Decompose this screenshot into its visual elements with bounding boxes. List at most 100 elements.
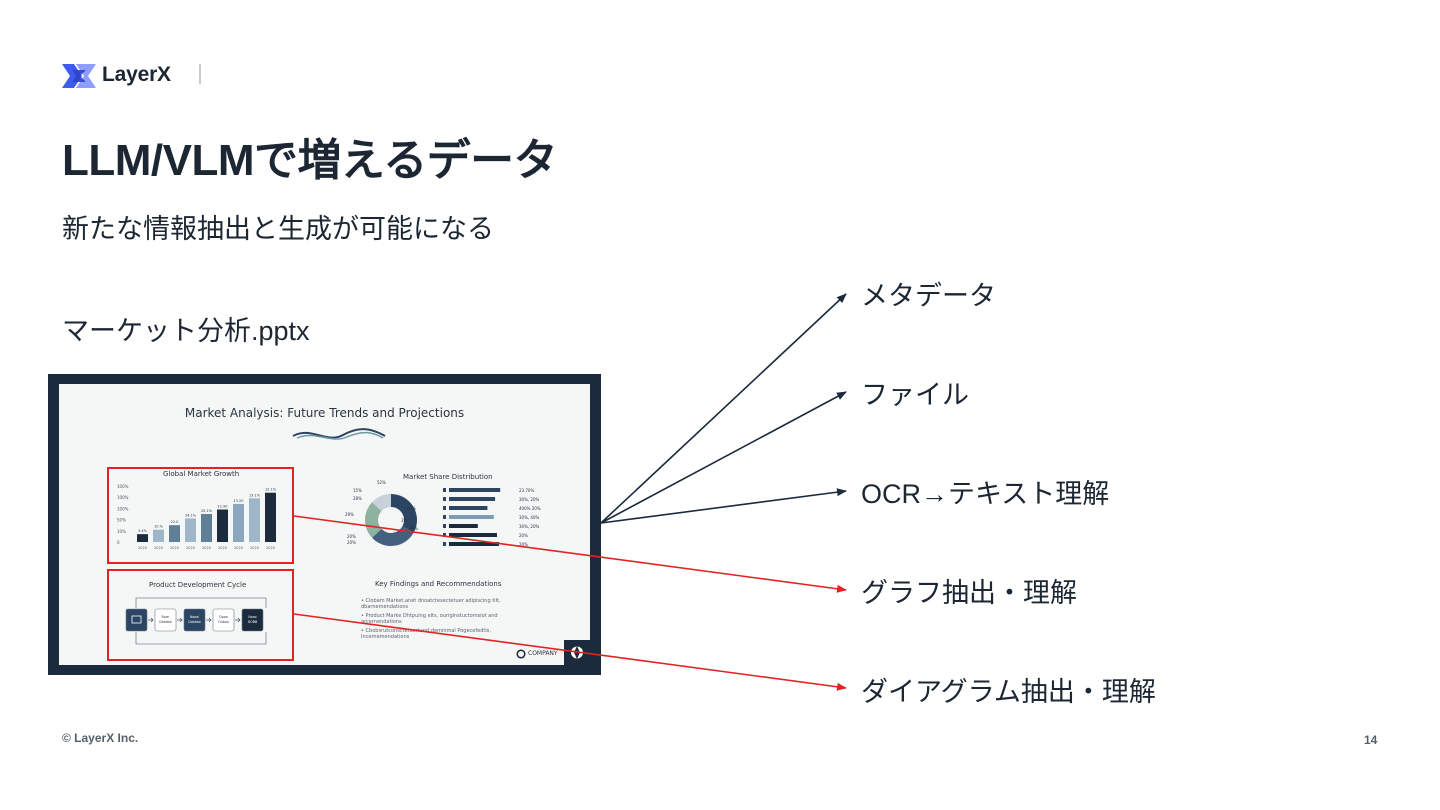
cycle-connector <box>135 632 267 645</box>
company-label: COMPANY <box>528 650 558 657</box>
donut-label: 29% <box>345 512 354 517</box>
bar-data-label: 12.90 <box>217 505 227 509</box>
cycle-node-label: Rcon <box>162 615 170 619</box>
legend-swatch <box>443 542 446 546</box>
y-tick-label: 0 <box>117 540 120 545</box>
findings-bullet-text: Clobam Market,anet dnoatctesectetuer adi… <box>361 598 501 610</box>
donut-label: 15% <box>353 488 362 493</box>
x-tick-label: 2020 <box>138 546 147 550</box>
arrow-to-graph <box>293 515 847 593</box>
legend-swatch <box>443 488 446 492</box>
y-tick-label: 100% <box>117 506 129 511</box>
share-bar <box>449 542 499 546</box>
layerx-logo-icon <box>62 64 96 88</box>
page-title: LLM/VLMで増えるデータ <box>62 136 558 185</box>
market-share-bars: 23.70% 30%, 20% 400% 20% 30%, 40% 30%, 20% 20… <box>443 488 541 547</box>
copyright: © LayerX Inc. <box>62 731 139 745</box>
cycle-node-label: Dooo <box>219 615 227 619</box>
bar-data-label: 13.20 <box>233 499 243 503</box>
share-bar-label: 23.70% <box>519 488 534 493</box>
bar-data-label: 10.% <box>154 525 164 529</box>
share-bar <box>449 488 501 492</box>
donut-slice <box>372 494 391 512</box>
graph-highlight-box <box>107 467 294 564</box>
cycle-node-label: DOBB <box>248 620 257 624</box>
target-metadata: メタデータ <box>861 281 996 311</box>
arrow-to-metadata <box>600 293 847 524</box>
donut-label: 20% <box>347 534 356 539</box>
x-tick-label: 2020 <box>170 546 179 550</box>
bar-data-label: 12.1% <box>265 488 277 492</box>
cycle-node-label: Noool <box>190 615 199 619</box>
x-tick-label: 2020 <box>186 546 195 550</box>
cycle-node <box>154 608 177 632</box>
arrow-to-diagram <box>293 613 847 691</box>
cycle-node-label: Nooo <box>248 615 256 619</box>
growth-bar <box>185 518 196 542</box>
x-tick-label: 2020 <box>234 546 243 550</box>
share-bar-label: 30%, 40% <box>519 515 540 520</box>
cycle-arrow <box>148 617 154 623</box>
y-tick-label: 10% <box>117 529 126 534</box>
growth-bar <box>137 534 148 542</box>
share-bar <box>449 524 478 528</box>
cycle-connector <box>135 597 267 608</box>
cycle-node-label: Onboo <box>218 620 229 624</box>
donut-label: 28% <box>353 496 362 501</box>
cycle-node <box>183 608 206 632</box>
x-tick-label: 2020 <box>266 546 275 550</box>
target-graph: グラフ抽出・理解 <box>861 578 1077 608</box>
share-bar-label: 20% <box>519 533 528 538</box>
donut-label: 20% <box>409 526 418 531</box>
findings-bullet-text: Cbobsrutconsctetuertand deminmal Pogecef… <box>361 628 491 640</box>
target-file: ファイル <box>861 380 969 410</box>
target-ocr: OCR→テキスト理解 <box>861 479 1110 509</box>
legend-swatch <box>443 524 446 528</box>
share-bar-label: 400% 20% <box>519 506 541 511</box>
bar-data-label: 3.4% <box>138 529 148 533</box>
share-chart-title: Market Share Distribution <box>403 473 493 481</box>
findings-bullet-1: • Clobam Market,anet dnoatctesectetuer a… <box>361 598 501 610</box>
y-tick-label: 100% <box>117 484 129 489</box>
building-icon <box>131 615 142 624</box>
share-bar <box>449 506 488 510</box>
cycle-node <box>241 608 264 632</box>
findings-bullet-2: • Product Marke Dhtpuing elts, ouriginst… <box>361 613 498 625</box>
cycle-node-label: Dobbbo <box>188 620 200 624</box>
diagram-highlight-box <box>107 569 294 661</box>
share-bar <box>449 497 496 501</box>
growth-bar <box>169 525 180 542</box>
growth-bar <box>265 492 276 542</box>
share-bar-label: 30%, 20% <box>519 497 540 502</box>
growth-bar <box>201 514 212 542</box>
legend-swatch <box>443 515 446 519</box>
brand-logo: LayerX <box>62 62 192 90</box>
growth-bar <box>233 503 244 542</box>
growth-bar <box>217 509 228 542</box>
growth-bar <box>249 498 260 542</box>
share-bar <box>449 515 494 519</box>
legend-swatch <box>443 497 446 501</box>
donut-label: 52% <box>377 480 386 485</box>
share-bar-label: 30%, 20% <box>519 524 540 529</box>
growth-bar <box>153 529 164 542</box>
cycle-arrow <box>206 617 212 623</box>
target-diagram: ダイアグラム抽出・理解 <box>861 677 1156 707</box>
cycle-arrow <box>177 617 183 623</box>
cycle-node <box>125 608 148 632</box>
donut-slice <box>391 494 417 533</box>
page-subtitle: 新たな情報抽出と生成が可能になる <box>62 214 494 244</box>
x-tick-label: 2020 <box>202 546 211 550</box>
donut-slice <box>365 502 382 538</box>
findings-bullet-3: • Cbobsrutconsctetuertand deminmal Pogec… <box>361 628 491 640</box>
share-bar-label: 20% <box>519 542 528 547</box>
share-bar <box>449 533 497 537</box>
legend-swatch <box>443 533 446 537</box>
growth-chart-title: Global Market Growth <box>163 470 240 478</box>
arrow-to-file <box>600 391 847 524</box>
slide-thumbnail: Market Analysis: Future Trends and Proje… <box>48 374 601 675</box>
cycle-arrow <box>235 617 241 623</box>
company-logo-icon <box>516 649 526 659</box>
y-tick-label: 100% <box>117 495 129 500</box>
legend-swatch <box>443 506 446 510</box>
